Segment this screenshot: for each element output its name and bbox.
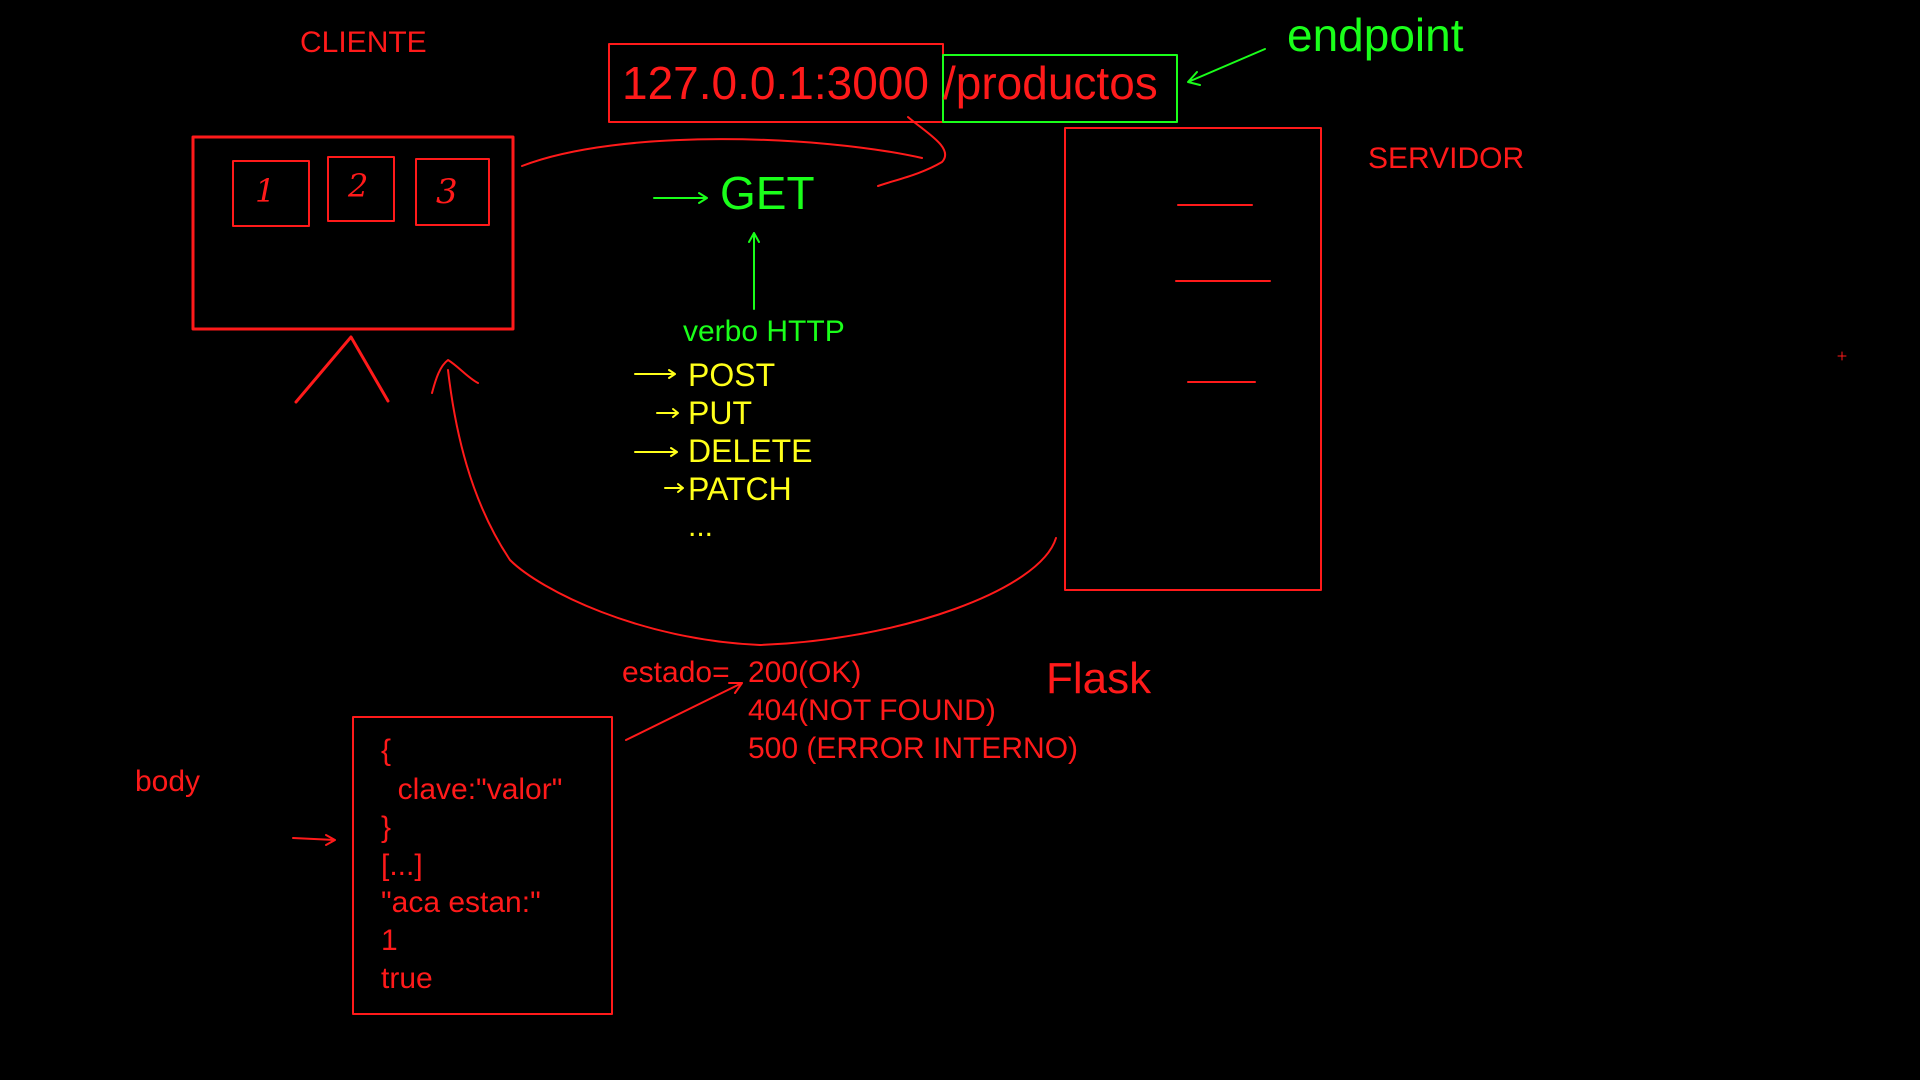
client-box-label-2: 2 [348,167,369,205]
body-line-6: 1 [381,924,398,957]
client-title: CLIENTE [300,26,427,59]
url-path: /productos [943,57,1158,109]
verb-delete: DELETE [688,433,813,469]
delete-arrow [634,447,678,457]
status-404: 404(NOT FOUND) [748,694,996,727]
client-stand [294,335,390,404]
response-arrow [431,359,1057,646]
endpoint-frame [942,54,1178,123]
client-box-3 [415,158,490,226]
server-frame [1064,127,1322,591]
body-frame [352,716,613,1015]
url-host: 127.0.0.1:3000 [622,57,929,109]
patch-arrow [664,483,684,493]
verb-pointer-arrow [748,232,760,310]
verb-put: PUT [688,395,752,431]
endpoint-pointer-arrow [1187,48,1266,86]
verb-post: POST [688,357,776,393]
get-arrow [653,192,708,204]
verb-patch: PATCH [688,471,792,507]
status-200: 200(OK) [748,656,862,689]
framework-label: Flask [1046,654,1152,703]
put-arrow [656,408,679,418]
request-arrow [521,116,946,187]
client-box-label-3: 3 [436,172,458,212]
verb-caption: verbo HTTP [683,315,845,348]
body-line-5: "aca estan:" [381,886,541,919]
client-box-1 [232,160,310,227]
get-verb: GET [720,167,815,219]
verb-more: ... [688,510,714,543]
server-title: SERVIDOR [1368,142,1525,175]
body-line-2: clave:"valor" [381,773,563,806]
client-screen-frame [191,135,515,331]
body-arrow [292,834,336,846]
client-box-2 [327,156,395,222]
status-500: 500 (ERROR INTERNO) [748,732,1079,765]
status-prefix: estado= [622,656,730,689]
body-line-7: true [381,962,433,995]
body-label: body [135,765,201,798]
body-line-3: } [381,811,392,844]
client-box-label-1: 1 [255,172,276,210]
status-arrow [625,682,743,741]
post-arrow [634,369,676,379]
stray-mark [1837,351,1847,361]
body-line-4: [...] [381,849,423,882]
body-line-1: { [381,734,392,767]
endpoint-label: endpoint [1287,9,1464,61]
